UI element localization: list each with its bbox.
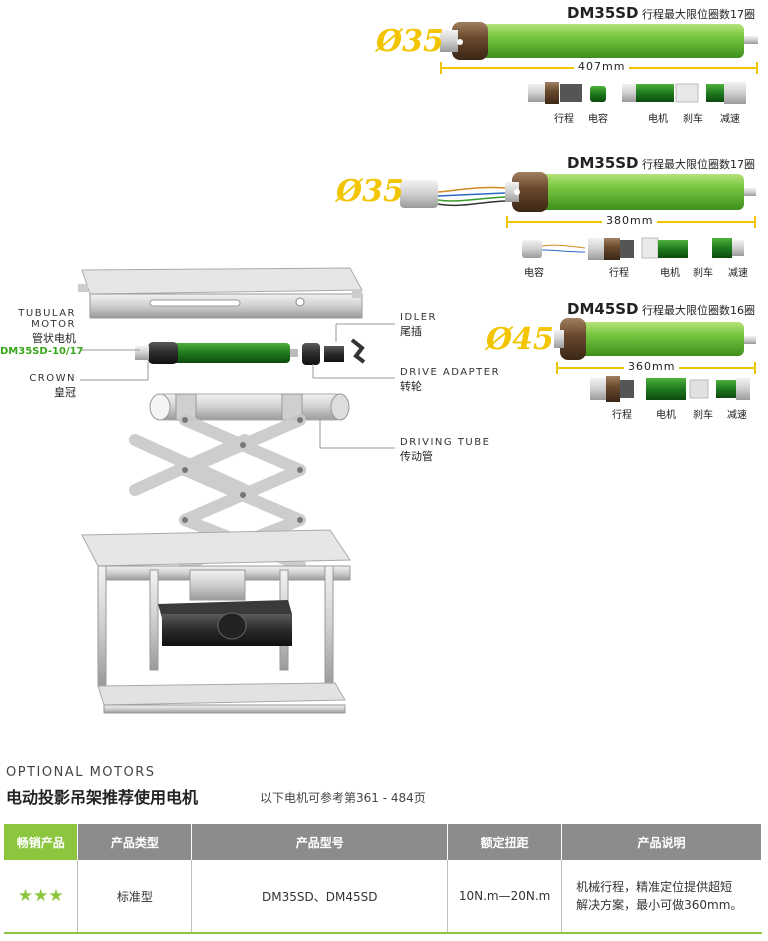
table-header: 畅销产品 — [4, 824, 79, 860]
callout-tube-en: DRIVING TUBE — [400, 437, 491, 448]
motor-3-length: 360mm — [624, 360, 680, 373]
motor-3-model: DM45SD — [567, 300, 639, 318]
callout-driving-tube: DRIVING TUBE 传动管 — [400, 437, 490, 464]
motor-1-note: 行程最大限位圈数17圈 — [642, 8, 755, 21]
callout-drive-cn: 转轮 — [400, 380, 422, 393]
callout-crown-en: CROWN — [29, 373, 76, 384]
motor-3-part-label: 减速 — [727, 410, 747, 421]
motor-1-part-label: 减速 — [720, 114, 740, 125]
motor-2-part-label: 电机 — [660, 268, 680, 279]
motor-3-illustration — [554, 318, 756, 402]
callout-idler-cn: 尾插 — [400, 325, 422, 338]
motor-3-parts — [590, 376, 750, 402]
callout-tube-cn: 传动管 — [400, 450, 433, 463]
motor-1-part-label: 刹车 — [683, 114, 703, 125]
table-header: 产品类型 — [77, 824, 193, 860]
leader-lines — [80, 323, 395, 449]
table-row: ★★★ 标准型 DM35SD、DM45SD 10N.m—20N.m 机械行程，精… — [4, 860, 762, 934]
motor-2-model: DM35SD — [567, 154, 639, 172]
callout-tubular-model: DM35SD-10/17 — [0, 346, 84, 357]
motor-3-part-label: 行程 — [612, 410, 632, 421]
section-subtitle: 以下电机可参考第361 - 484页 — [260, 791, 426, 805]
motor-1-part-label: 行程 — [554, 114, 574, 125]
section-title-cn: 电动投影吊架推荐使用电机 — [6, 788, 199, 807]
callout-idler: IDLER 尾插 — [400, 312, 437, 339]
callout-drive-en: DRIVE ADAPTER — [400, 367, 501, 378]
motor-1-illustration — [440, 22, 758, 104]
lift-exploded-diagram — [78, 267, 366, 714]
illustration-canvas — [78, 22, 758, 714]
callout-crown: CROWN 皇冠 — [0, 373, 76, 400]
motor-2-part-label: 刹车 — [693, 268, 713, 279]
callout-idler-en: IDLER — [400, 312, 437, 323]
callout-tubular-motor: TUBULAR MOTOR 管状电机 DM35SD-10/17 — [0, 308, 84, 357]
motor-3-part-label: 电机 — [656, 410, 676, 421]
motor-3-diameter: Ø45 — [486, 322, 554, 357]
motor-2-note: 行程最大限位圈数17圈 — [642, 158, 755, 171]
description-cell: 机械行程，精准定位提供超短 解决方案，最小可做360mm。 — [561, 860, 762, 934]
rating-stars: ★★★ — [17, 886, 64, 906]
motor-2-illustration — [400, 172, 756, 260]
motor-2-part-label: 减速 — [728, 268, 748, 279]
description-line: 解决方案，最小可做360mm。 — [576, 898, 743, 912]
motor-1-model: DM35SD — [567, 4, 639, 22]
motor-2-diameter: Ø35 — [336, 174, 404, 209]
torque-cell: 10N.m—20N.m — [447, 860, 563, 934]
motor-1-part-label: 电机 — [648, 114, 668, 125]
motor-1-part-label: 电容 — [588, 114, 608, 125]
motor-table: 畅销产品 产品类型 产品型号 额定扭距 产品说明 ★★★ 标准型 DM35SD、… — [4, 824, 762, 934]
table-header-row: 畅销产品 产品类型 产品型号 额定扭距 产品说明 — [4, 824, 762, 860]
callout-tubular-en2: MOTOR — [31, 319, 76, 330]
motor-2-parts — [522, 237, 744, 260]
callout-tubular-en1: TUBULAR — [18, 308, 76, 319]
motor-1-length: 407mm — [574, 60, 630, 73]
table-header: 产品型号 — [191, 824, 449, 860]
motor-1-parts — [528, 82, 746, 104]
motor-1-diameter: Ø35 — [376, 24, 444, 59]
type-cell: 标准型 — [77, 860, 193, 934]
model-cell: DM35SD、DM45SD — [191, 860, 449, 934]
description-line: 机械行程，精准定位提供超短 — [576, 880, 733, 894]
table-header: 额定扭距 — [447, 824, 563, 860]
motor-3-part-label: 刹车 — [693, 410, 713, 421]
callout-drive-adapter: DRIVE ADAPTER 转轮 — [400, 367, 500, 394]
section-title-en: OPTIONAL MOTORS — [6, 765, 156, 780]
callout-tubular-cn: 管状电机 — [32, 332, 76, 345]
motor-2-length: 380mm — [602, 214, 658, 227]
table-header: 产品说明 — [561, 824, 762, 860]
motor-2-part-label: 电容 — [524, 268, 544, 279]
bestseller-cell: ★★★ — [4, 860, 79, 934]
callout-crown-cn: 皇冠 — [54, 386, 76, 399]
motor-2-part-label: 行程 — [609, 268, 629, 279]
motor-3-note: 行程最大限位圈数16圈 — [642, 304, 755, 317]
